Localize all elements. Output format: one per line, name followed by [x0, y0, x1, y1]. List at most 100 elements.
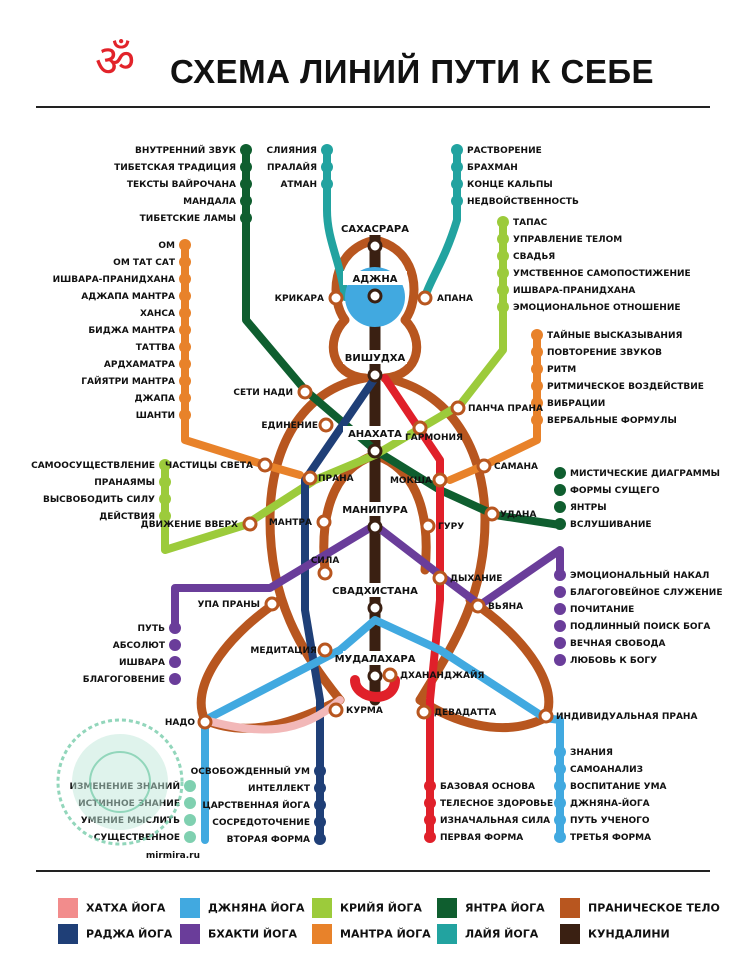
mantra-left-dot — [179, 409, 191, 421]
legend-label: КРИЙЯ ЙОГА — [340, 901, 422, 915]
legend-divider — [36, 870, 710, 872]
red-bottom-label: ИЗНАЧАЛЬНАЯ СИЛА — [440, 816, 550, 826]
mantra-left-label: АДЖАПА МАНТРА — [81, 292, 175, 302]
mantra-left-label: ОМ ТАТ САТ — [113, 258, 176, 268]
laya-line — [323, 146, 349, 301]
station-interchange — [297, 384, 313, 400]
hatha-line — [201, 696, 344, 734]
kriya-left-dot — [159, 476, 171, 488]
mantra-left-label: ИШВАРА-ПРАНИДХАНА — [53, 275, 175, 285]
station-interchange — [484, 506, 500, 522]
kriya-top-label: УМСТВЕННОЕ САМОПОСТИЖЕНИЕ — [513, 269, 691, 279]
mantra-right-dot — [531, 329, 543, 341]
legend-item: ХАТХА ЙОГА — [58, 898, 165, 920]
chakra-label-bg — [343, 426, 407, 440]
bhakti-left-label: БЛАГОГОВЕНИЕ — [83, 675, 165, 685]
mantra-right-dot — [531, 414, 543, 426]
bhakti-right-dot — [554, 569, 566, 581]
chakra-interchange — [367, 668, 383, 684]
bhakti-right-label: ЛЮБОВЬ К БОГУ — [570, 656, 657, 666]
station-interchange — [470, 598, 486, 614]
jnana-line — [201, 616, 564, 839]
map-labels: САХАСРАРААДЖНАВИШУДХААНАХАТАМАНИПУРАСВАД… — [31, 144, 722, 861]
mantra-right-label: РИТМ — [547, 365, 576, 375]
station-interchange — [476, 458, 492, 474]
kriya-top-label: УПРАВЛЕНИЕ ТЕЛОМ — [513, 235, 622, 245]
red-line — [350, 675, 400, 702]
yantra-right-dot — [554, 518, 566, 530]
station-interchange — [328, 702, 344, 718]
mantra-left-dot — [179, 239, 191, 251]
kriya-left-label: ДЕЙСТВИЯ — [99, 510, 155, 522]
yantra-right-label: МИСТИЧЕСКИЕ ДИАГРАММЫ — [570, 469, 720, 479]
station-label: КРИКАРА — [275, 294, 324, 304]
mantra-right-label: ВИБРАЦИИ — [547, 399, 605, 409]
station-interchange — [538, 708, 554, 724]
legend-item: ДЖНЯНА ЙОГА — [180, 898, 305, 920]
mantra-right-dot — [531, 380, 543, 392]
raja-bottom-dot — [314, 765, 326, 777]
kriya-top-label: ТАПАС — [513, 218, 548, 228]
bhakti-left-dot — [169, 656, 181, 668]
red-bottom-dot — [424, 797, 436, 809]
chakra-label: САХАСРАРА — [341, 224, 409, 235]
mantra-left-dot — [179, 290, 191, 302]
chakra-interchange — [367, 443, 383, 459]
hatha-left-label: СУЩЕСТВЕННОЕ — [94, 833, 180, 843]
bhakti-right-dot — [554, 603, 566, 615]
station-label: ЧАСТИЦЫ СВЕТА — [165, 461, 253, 471]
legend-label: ДЖНЯНА ЙОГА — [208, 901, 305, 915]
red-bottom-label: ТЕЛЕСНОЕ ЗДОРОВЬЕ — [440, 799, 553, 809]
legend-swatch — [560, 898, 580, 918]
yantra-right-label: ВСЛУШИВАНИЕ — [570, 520, 652, 530]
yantra-top-label: МАНДАЛА — [183, 197, 236, 207]
legend-item: КУНДАЛИНИ — [560, 924, 670, 946]
metro-map: САХАСРАРААДЖНАВИШУДХААНАХАТАМАНИПУРАСВАД… — [31, 144, 722, 861]
mantra-left-label: ОМ — [158, 241, 175, 251]
laya-right-label: БРАХМАН — [467, 163, 518, 173]
chakra-label: ВИШУДХА — [345, 353, 406, 364]
legend-label: ХАТХА ЙОГА — [86, 901, 166, 915]
laya-right-dot — [451, 161, 463, 173]
laya-right-dot — [451, 178, 463, 190]
station-label: УПА ПРАНЫ — [197, 600, 260, 610]
chakra-label-bg — [343, 221, 407, 235]
kriya-top-dot — [497, 284, 509, 296]
mantra-right-label: ПОВТОРЕНИЕ ЗВУКОВ — [547, 348, 662, 358]
watermark-ornament-icon — [56, 718, 184, 846]
chakra-label-bg — [343, 502, 407, 516]
chakra-label-bg — [343, 271, 407, 285]
station-interchange — [257, 457, 273, 473]
station-interchange — [450, 400, 466, 416]
mantra-right-dot — [531, 363, 543, 375]
kriya-left-dot — [159, 459, 171, 471]
legend-item: РАДЖА ЙОГА — [58, 924, 172, 946]
legend-swatch — [180, 898, 200, 918]
station-interchange — [432, 570, 448, 586]
laya-right-dot — [451, 144, 463, 156]
legend-swatch — [560, 924, 580, 944]
legend-label: МАНТРА ЙОГА — [340, 927, 431, 941]
legend-swatch — [437, 898, 457, 918]
bhakti-right-label: ЭМОЦИОНАЛЬНЫЙ НАКАЛ — [570, 569, 709, 581]
chakra-label: АНАХАТА — [348, 429, 402, 440]
hatha-left-dot — [184, 831, 196, 843]
header-divider — [36, 106, 710, 108]
yantra-top-label: ТЕКСТЫ ВАЙРОЧАНА — [127, 178, 236, 190]
bhakti-left-label: АБСОЛЮТ — [113, 641, 166, 651]
bhakti-right-dot — [554, 637, 566, 649]
laya-left-label: ПРАЛАЙЯ — [267, 161, 317, 173]
chakra-interchange — [367, 519, 383, 535]
station-label: ВЬЯНА — [488, 602, 523, 612]
station-interchange — [420, 518, 436, 534]
station-label: НАДО — [165, 718, 196, 728]
legend-label: ЛАЙЯ ЙОГА — [465, 927, 539, 941]
legend-item: ПРАНИЧЕСКОЕ ТЕЛО — [560, 898, 720, 920]
station-label: ДЕВАДАТТА — [434, 708, 496, 718]
raja-bottom-dot — [314, 782, 326, 794]
bhakti-line — [171, 521, 564, 632]
legend-swatch — [180, 924, 200, 944]
pranic-line — [370, 235, 422, 383]
mantra-left-dot — [179, 324, 191, 336]
station-label: ГУРУ — [438, 522, 464, 532]
